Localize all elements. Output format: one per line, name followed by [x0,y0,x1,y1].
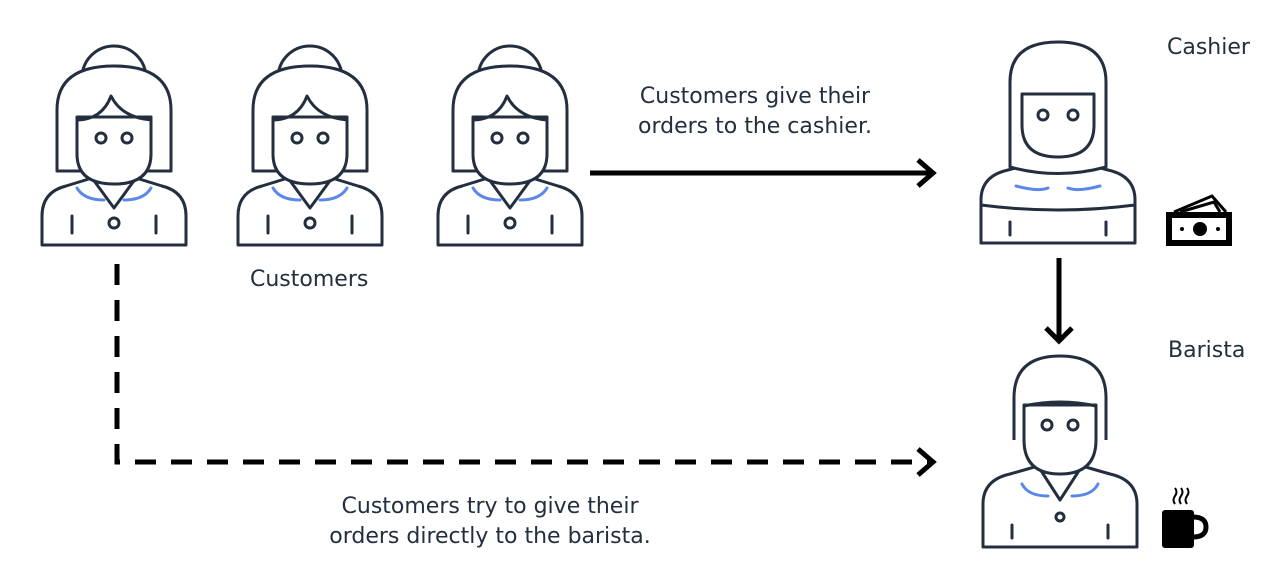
customers-label: Customers [250,267,369,292]
barista-person-icon [981,354,1139,549]
customer-person-icon [236,44,384,247]
cashier-label: Cashier [1167,35,1250,60]
dashed-arrow-to-barista [114,264,937,477]
customer-person-icon [40,44,188,247]
arrow-to-cashier [590,158,937,188]
customer-person-icon [436,44,584,247]
coffee-cup-icon [1162,487,1209,548]
money-icon [1166,194,1232,246]
to-barista-caption: Customers try to give their orders direc… [329,494,651,549]
arrow-to-barista-from-cashier [1044,258,1074,345]
cashier-person-icon [979,40,1137,245]
to-cashier-caption: Customers give their orders to the cashi… [638,84,872,139]
barista-label: Barista [1168,338,1246,363]
